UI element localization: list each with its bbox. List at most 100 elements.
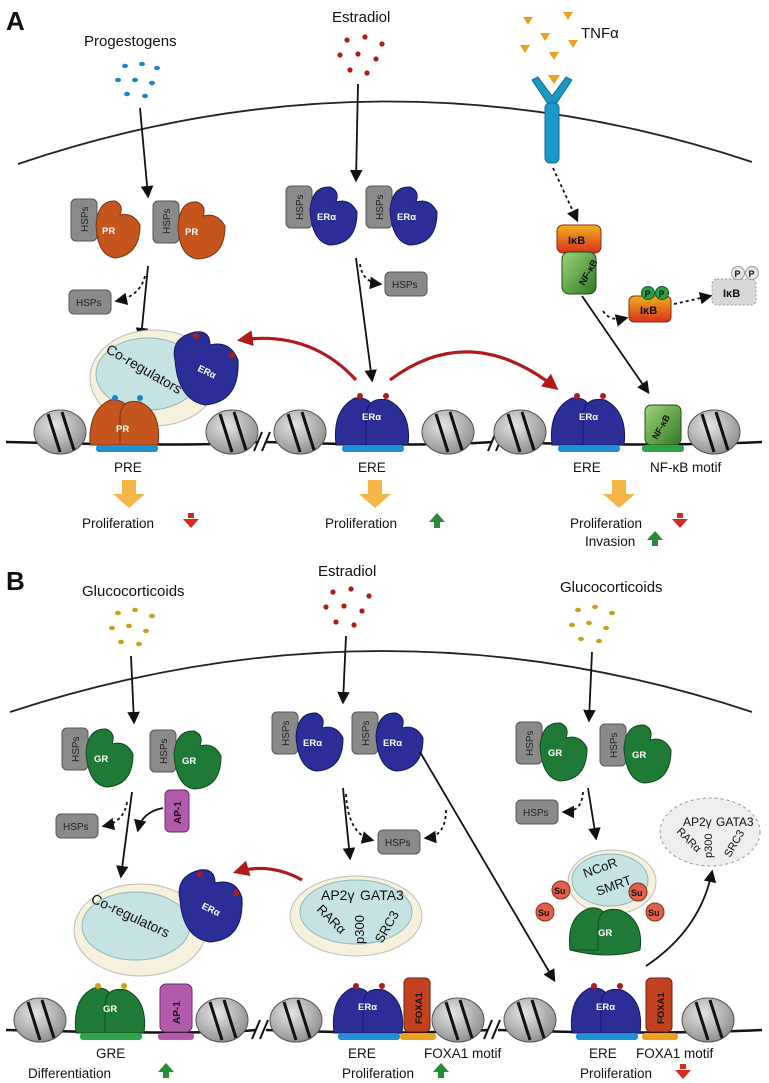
- era-dimer-dna-b-right: ERα: [570, 983, 642, 1040]
- dna-breaks-b: [251, 1019, 501, 1040]
- foxa1-motif-label-b1: FOXA1 motif: [424, 1046, 502, 1061]
- gr-dimer-su: GR: [568, 907, 642, 956]
- gr-label: GR: [94, 754, 108, 765]
- glucocorticoid-molecules-left: [109, 607, 155, 647]
- era-label: ERα: [383, 738, 402, 749]
- era-label: ERα: [397, 212, 416, 223]
- cell-membrane-b: [9, 650, 753, 713]
- outcome-proliferation-b-right: Proliferation: [580, 1066, 652, 1081]
- nfkb-motif-label: NF-κB motif: [650, 460, 722, 475]
- estradiol-label-b: Estradiol: [318, 563, 376, 580]
- pr-dimer-dna: PR: [89, 395, 160, 452]
- phosphate-label: P: [659, 289, 665, 299]
- ere-label-b1: ERE: [348, 1046, 376, 1061]
- su-label: Su: [631, 888, 643, 898]
- free-hsps-a2: HSPs: [384, 271, 428, 297]
- outcome-invasion: Invasion: [585, 534, 635, 549]
- hsps-label: HSPs: [609, 732, 620, 758]
- era-label: ERα: [362, 412, 381, 423]
- nucleosome-wraps-b: [26, 999, 724, 1041]
- estradiol-label-a: Estradiol: [332, 9, 390, 26]
- gr-label: GR: [103, 1004, 117, 1015]
- tnf-label: TNFα: [581, 25, 619, 42]
- ikb-nfkb-complex: IκB NF-κB: [556, 224, 602, 295]
- era-on-coregulators: ERα: [173, 331, 239, 406]
- pr-label: PR: [116, 424, 129, 435]
- hsps-gr-complex-b3: HSPs GR: [515, 721, 588, 782]
- hsps-label: HSPs: [80, 206, 91, 232]
- sumo-modifications: Su Su Su Su: [535, 880, 665, 922]
- outcome-proliferation-a-middle: Proliferation: [325, 516, 397, 531]
- ap1-dna: AP-1: [158, 983, 194, 1040]
- ikb-label: IκB: [640, 305, 657, 317]
- gr-dimer-dna: GR: [74, 983, 146, 1040]
- estradiol-molecules-a: [337, 34, 385, 76]
- pr-label: PR: [102, 226, 115, 237]
- nucleosome-wraps-a: [46, 411, 730, 453]
- su-label: Su: [554, 886, 566, 896]
- era-on-coregulators-b: ERα: [178, 869, 243, 943]
- panel-letter-b: B: [6, 566, 25, 596]
- up-arrow-icon: [429, 513, 445, 528]
- era-dimer-dna-a: ERα: [334, 393, 410, 452]
- gata3-label: GATA3: [360, 887, 404, 903]
- phospho-ikb: IκB P P: [628, 286, 672, 323]
- era-nfkb-dna-a: ERα NF-κB: [550, 393, 684, 452]
- coregulators-b: Co-regulators: [73, 883, 207, 977]
- hsps-era-complex-b1: HSPs ERα: [271, 711, 344, 772]
- foxa1-motif-label-b2: FOXA1 motif: [636, 1046, 714, 1061]
- era-label: ERα: [596, 1002, 615, 1013]
- phosphate-label: P: [645, 289, 651, 299]
- hsps-label: HSPs: [375, 194, 386, 220]
- coregulators-b-middle: AP2γ GATA3 RARα p300 SRC3: [289, 875, 423, 957]
- ap1-label: AP-1: [172, 1001, 183, 1024]
- hsps-pr-complex-2: HSPs PR: [152, 200, 226, 260]
- degraded-ikb: IκB P P: [711, 266, 759, 306]
- hsps-era-complex-a2: HSPs ERα: [365, 185, 438, 246]
- estradiol-molecules-b: [323, 586, 372, 628]
- ikb-label: IκB: [568, 235, 585, 247]
- pre-label: PRE: [114, 460, 142, 475]
- hsps-label: HSPs: [525, 730, 536, 756]
- era-label: ERα: [579, 412, 598, 423]
- foxa1-dna-b: FOXA1: [400, 977, 436, 1040]
- hsps-gr-complex-b1: HSPs GR: [61, 727, 134, 788]
- tnf-molecules: [520, 12, 578, 84]
- era-dimer-dna-b: ERα: [332, 983, 404, 1040]
- gr-label: GR: [632, 750, 646, 761]
- ere-label-a2: ERE: [573, 460, 601, 475]
- su-label: Su: [538, 908, 550, 918]
- up-arrow-icon: [647, 531, 663, 546]
- gr-label: GR: [598, 928, 612, 939]
- ap1-free: AP-1: [164, 789, 190, 833]
- progestogens-label: Progestogens: [84, 33, 177, 50]
- progestogen-molecules: [115, 61, 160, 99]
- era-label: ERα: [358, 1002, 377, 1013]
- hsps-label: HSPs: [281, 720, 292, 746]
- down-arrow-icon: [675, 1064, 691, 1079]
- free-hsps-b3: HSPs: [515, 799, 559, 825]
- phosphate-label: P: [735, 269, 741, 279]
- hsps-label: HSPs: [523, 808, 549, 819]
- glucocorticoid-molecules-right: [569, 604, 615, 644]
- outcome-arrows-a: [113, 480, 635, 508]
- ere-label-b2: ERE: [589, 1046, 617, 1061]
- hsps-pr-complex-1: HSPs PR: [70, 198, 141, 259]
- hsps-label: HSPs: [76, 298, 102, 309]
- hsps-label: HSPs: [361, 720, 372, 746]
- ere-label-a1: ERE: [358, 460, 386, 475]
- free-hsps-b2: HSPs: [377, 829, 421, 855]
- hsps-label: HSPs: [162, 208, 173, 234]
- panel-letter-a: A: [6, 6, 25, 36]
- phosphate-label: P: [749, 269, 755, 279]
- down-arrow-icon: [183, 513, 199, 528]
- hsps-label: HSPs: [71, 736, 82, 762]
- hsps-label: HSPs: [295, 194, 306, 220]
- pr-label: PR: [185, 227, 198, 238]
- hsps-gr-complex-b2: HSPs GR: [149, 729, 222, 790]
- ap1-label: AP-1: [173, 801, 184, 824]
- hsps-era-complex-a1: HSPs ERα: [285, 185, 358, 246]
- ap2y-label: AP2γ: [683, 815, 712, 829]
- outcome-proliferation-b-middle: Proliferation: [342, 1066, 414, 1081]
- foxa1-label: FOXA1: [414, 992, 425, 1024]
